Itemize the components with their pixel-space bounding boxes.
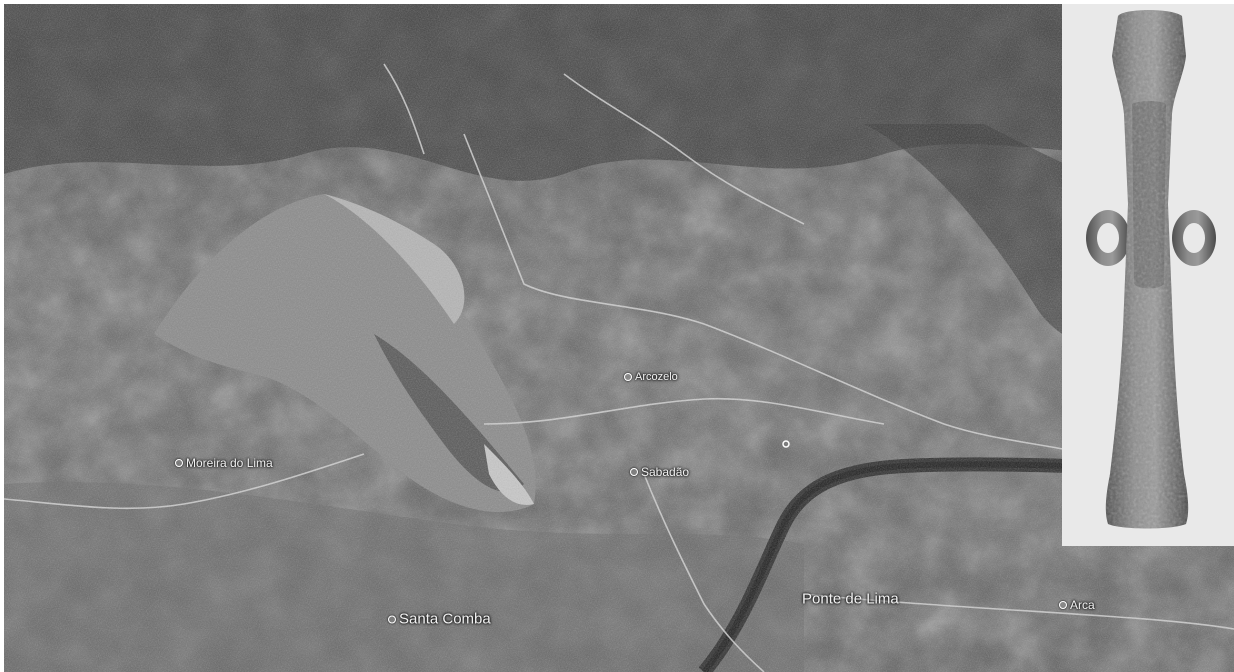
- place-ponte-de-lima[interactable]: Ponte de Lima: [802, 590, 899, 608]
- place-sabadao[interactable]: Sabadão: [630, 465, 689, 479]
- place-santa-comba[interactable]: Santa Comba: [388, 611, 491, 628]
- satellite-map: Arcozelo Moreira do Lima Sabadão Ponte d…: [4, 4, 1234, 672]
- place-arcozelo[interactable]: Arcozelo: [624, 371, 678, 383]
- place-pin-icon: [388, 615, 396, 623]
- artifact-inset: [1062, 4, 1234, 546]
- place-pin-icon: [175, 459, 183, 467]
- bronze-axe-image: [1086, 10, 1216, 529]
- terrain-imagery: [4, 4, 1234, 672]
- place-pin-icon: [624, 373, 632, 381]
- place-arca[interactable]: Arca: [1059, 598, 1095, 612]
- map-marker[interactable]: [782, 440, 790, 448]
- place-pin-icon: [630, 468, 638, 476]
- axe-body: [1086, 10, 1216, 529]
- place-moreira-do-lima[interactable]: Moreira do Lima: [175, 456, 273, 470]
- place-pin-icon: [1059, 601, 1067, 609]
